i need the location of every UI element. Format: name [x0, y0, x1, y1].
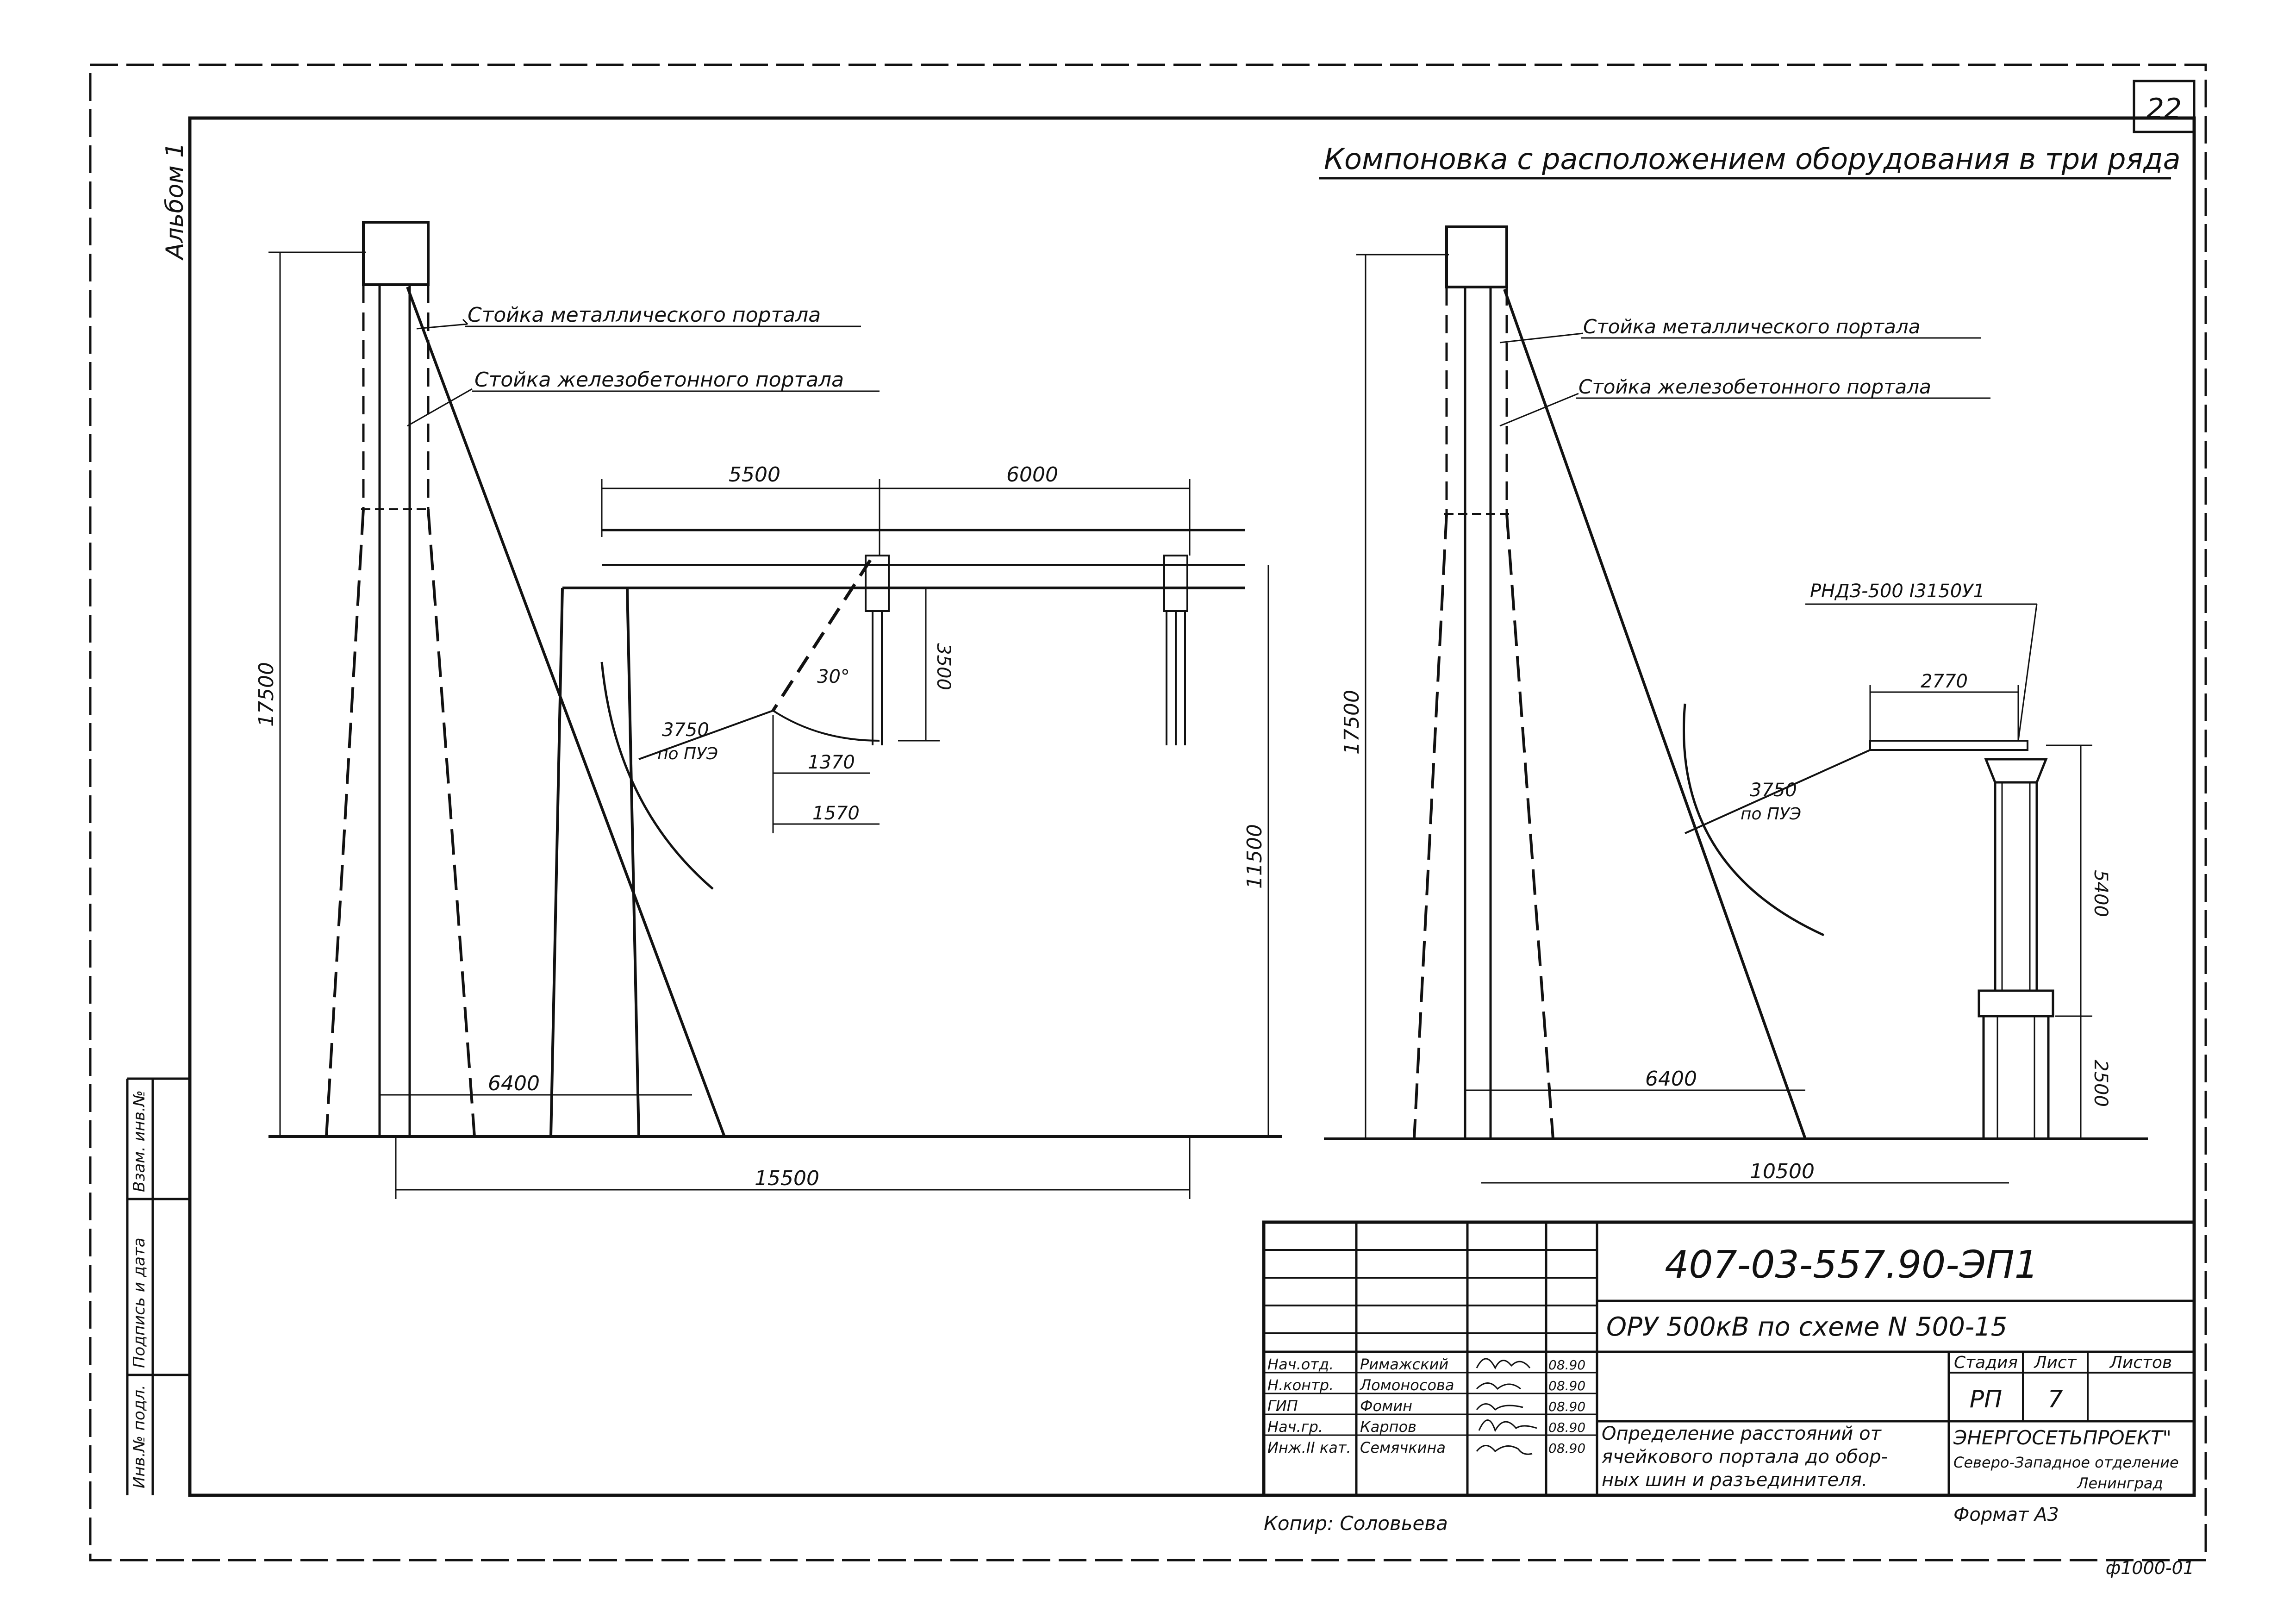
- staff-name: Римажский: [1360, 1355, 1448, 1373]
- doc-code: 407-03-557.90-ЭП1: [1665, 1243, 2039, 1287]
- left-dim-6400: 6400: [488, 1072, 540, 1095]
- sheet-title-3: ных шин и разъединителя.: [1602, 1469, 1867, 1491]
- left-dim-1370: 1370: [808, 752, 855, 773]
- staff-name: Ломоносова: [1360, 1376, 1454, 1394]
- sheet-value: 7: [2047, 1386, 2063, 1413]
- sheet-number-box: [2133, 80, 2196, 133]
- right-dim-2770: 2770: [1921, 671, 1968, 692]
- right-label-metal-post: Стойка металлического портала: [1583, 315, 1920, 338]
- left-dim-base: 15500: [755, 1167, 819, 1190]
- left-dim-height: 17500: [255, 662, 278, 727]
- staff-role: Нач.отд.: [1267, 1355, 1334, 1373]
- left-dim-insulator: 3500: [933, 643, 954, 690]
- right-dim-6400: 6400: [1645, 1067, 1697, 1091]
- side-stamp: Инв.№ подл. Подпись и дата Взам. инв.№: [126, 1077, 191, 1495]
- staff-date: 08.90: [1548, 1357, 1585, 1373]
- staff-date: 08.90: [1548, 1399, 1585, 1414]
- org-branch: Северо-Западное отделение: [1953, 1454, 2179, 1471]
- org-city: Ленинград: [2077, 1474, 2163, 1492]
- left-dim-angle: 30°: [817, 666, 850, 687]
- side-stamp-cell-1: Инв.№ подл.: [130, 1385, 149, 1488]
- copied-by: Копир: Соловьева: [1264, 1512, 1448, 1535]
- title-block: [1262, 1220, 2196, 1497]
- staff-name: Карпов: [1360, 1418, 1416, 1436]
- left-dim-portal-height: 11500: [1243, 824, 1267, 889]
- right-dim-height: 17500: [1340, 690, 1364, 755]
- staff-name: Фомин: [1360, 1397, 1412, 1415]
- right-equipment-label: РНДЗ-500 I3150У1: [1810, 581, 1985, 602]
- staff-date: 08.90: [1548, 1441, 1585, 1456]
- right-dim-2500: 2500: [2090, 1060, 2111, 1107]
- left-dim-span-2: 6000: [1006, 463, 1058, 487]
- main-title: Компоновка с расположением оборудования …: [1324, 142, 2181, 176]
- object-title: ОРУ 500кВ по схеме N 500-15: [1606, 1312, 2007, 1342]
- form-code: ф1000-01: [2106, 1558, 2194, 1578]
- sheet-title-1: Определение расстояний от: [1602, 1423, 1882, 1444]
- left-dim-span-1: 5500: [729, 463, 780, 487]
- staff-role: Н.контр.: [1267, 1376, 1334, 1394]
- sheets-header: Листов: [2109, 1353, 2172, 1372]
- signatures: [1476, 1358, 1537, 1455]
- right-view: [1324, 225, 2148, 1184]
- staff-role: ГИП: [1267, 1397, 1298, 1415]
- right-dim-radius: 3750: [1750, 780, 1797, 801]
- right-dim-5400: 5400: [2090, 870, 2111, 917]
- left-label-concrete-post: Стойка железобетонного портала: [474, 368, 844, 392]
- left-dim-radius: 3750: [662, 719, 709, 741]
- left-label-metal-post: Стойка металлического портала: [468, 303, 821, 327]
- left-dim-radius-note: по ПУЭ: [657, 744, 718, 763]
- left-dim-1570: 1570: [812, 803, 860, 824]
- sheet-title-2: ячейкового портала до обор-: [1602, 1446, 1888, 1468]
- staff-name: Семячкина: [1360, 1439, 1446, 1456]
- album-label: Альбом 1: [161, 143, 189, 261]
- right-label-concrete-post: Стойка железобетонного портала: [1578, 375, 1931, 398]
- sheet-header: Лист: [2033, 1353, 2077, 1372]
- left-view: [268, 221, 1282, 1199]
- stage-value: РП: [1970, 1386, 2002, 1413]
- org-name: ЭНЕРГОСЕТЬПРОЕКТ": [1953, 1426, 2171, 1449]
- side-stamp-cell-3: Взам. инв.№: [130, 1090, 149, 1192]
- sheet-number: 22: [2146, 93, 2182, 125]
- inner-frame: [188, 116, 2196, 1497]
- stage-header: Стадия: [1954, 1353, 2018, 1372]
- right-dim-radius-note: по ПУЭ: [1741, 805, 1801, 824]
- outer-frame: [89, 63, 2207, 1562]
- staff-role: Нач.гр.: [1267, 1418, 1323, 1436]
- format-label: Формат А3: [1953, 1504, 2059, 1525]
- side-stamp-cell-2: Подпись и дата: [130, 1237, 149, 1368]
- staff-date: 08.90: [1548, 1420, 1585, 1435]
- staff-date: 08.90: [1548, 1378, 1585, 1393]
- right-dim-base: 10500: [1750, 1160, 1815, 1183]
- staff-role: Инж.II кат.: [1267, 1439, 1351, 1456]
